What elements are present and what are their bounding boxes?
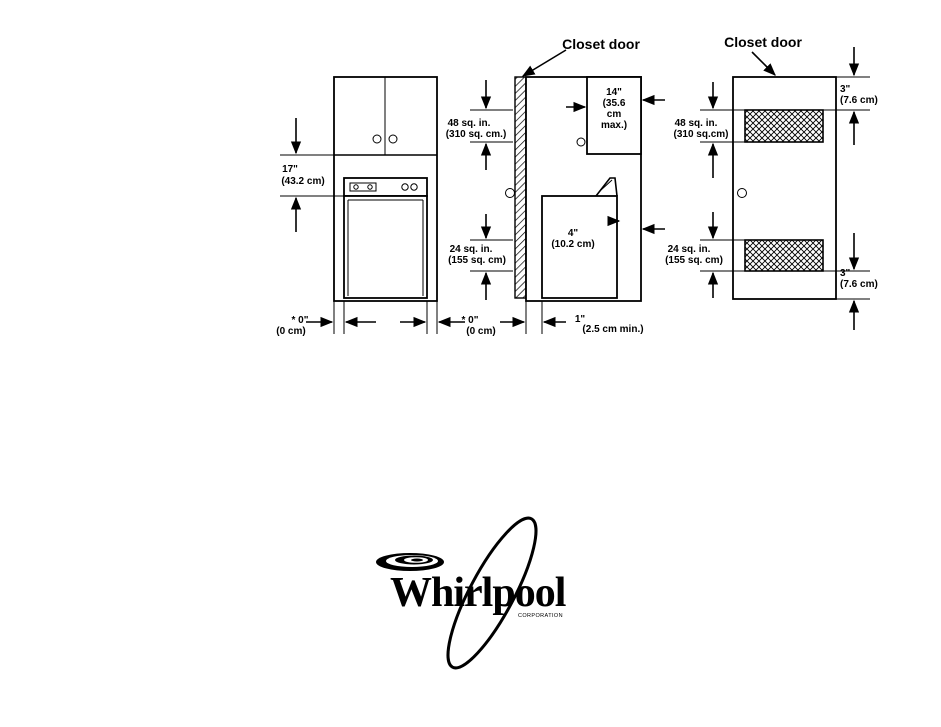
brand-name: Whirlpool <box>390 570 566 616</box>
side-clearance-left-inches: * 0" <box>292 315 309 326</box>
washer-gap-cm: (10.2 cm) <box>551 239 594 250</box>
swirl-icon <box>376 553 444 571</box>
cabinet-clearance-cm: (43.2 cm) <box>281 176 324 187</box>
lower-vent-area: 24 sq. in. <box>450 244 493 255</box>
door-lower-vent-grille <box>745 240 823 271</box>
door-bottom-margin-cm: (7.6 cm) <box>840 279 878 290</box>
side-section <box>470 50 665 334</box>
closet-door-label-side: Closet door <box>562 36 640 52</box>
washer-console <box>344 178 427 196</box>
washer-gap-inches: 4" <box>568 228 579 239</box>
brand-subtitle: CORPORATION <box>518 613 563 619</box>
side-clearance-right-inches: * 0" <box>462 315 479 326</box>
shelf-depth-max: max.) <box>601 120 627 131</box>
door-top-margin-inches: 3" <box>840 84 851 95</box>
door-bottom-margin-inches: 3" <box>840 268 851 279</box>
closet-door-hatched <box>515 77 526 298</box>
upper-vent-area-cm: (310 sq. cm.) <box>446 129 507 140</box>
washer-cabinet <box>344 196 427 298</box>
cabinet-clearance-inches: 17" <box>282 164 298 175</box>
shelf-depth-cm-1: (35.6 <box>603 98 626 109</box>
front-elevation <box>334 77 437 301</box>
rear-gap-cm: (2.5 cm min.) <box>582 324 643 335</box>
closet-door-label-front: Closet door <box>724 34 802 50</box>
door-lower-vent-area-cm: (155 sq. cm) <box>665 255 723 266</box>
side-clearance-left-cm: (0 cm) <box>276 326 305 337</box>
door-knob-side <box>506 189 515 198</box>
shelf-depth-cm-2: cm <box>607 109 622 120</box>
side-clearance-right-cm: (0 cm) <box>466 326 495 337</box>
door-upper-vent-area: 48 sq. in. <box>675 118 718 129</box>
side-clearance-dimensions: * 0" (0 cm) * 0" (0 cm) <box>276 301 495 337</box>
upper-vent-area: 48 sq. in. <box>448 118 491 129</box>
shelf-depth-inches: 14" <box>606 87 622 98</box>
whirlpool-logo: Whirlpool CORPORATION <box>376 509 566 678</box>
door-lower-vent-area: 24 sq. in. <box>668 244 711 255</box>
door-upper-vent-grille <box>745 110 823 142</box>
door-upper-vent-area-cm: (310 sq.cm) <box>673 129 728 140</box>
lower-vent-area-cm: (155 sq. cm) <box>448 255 506 266</box>
door-top-margin-cm: (7.6 cm) <box>840 95 878 106</box>
